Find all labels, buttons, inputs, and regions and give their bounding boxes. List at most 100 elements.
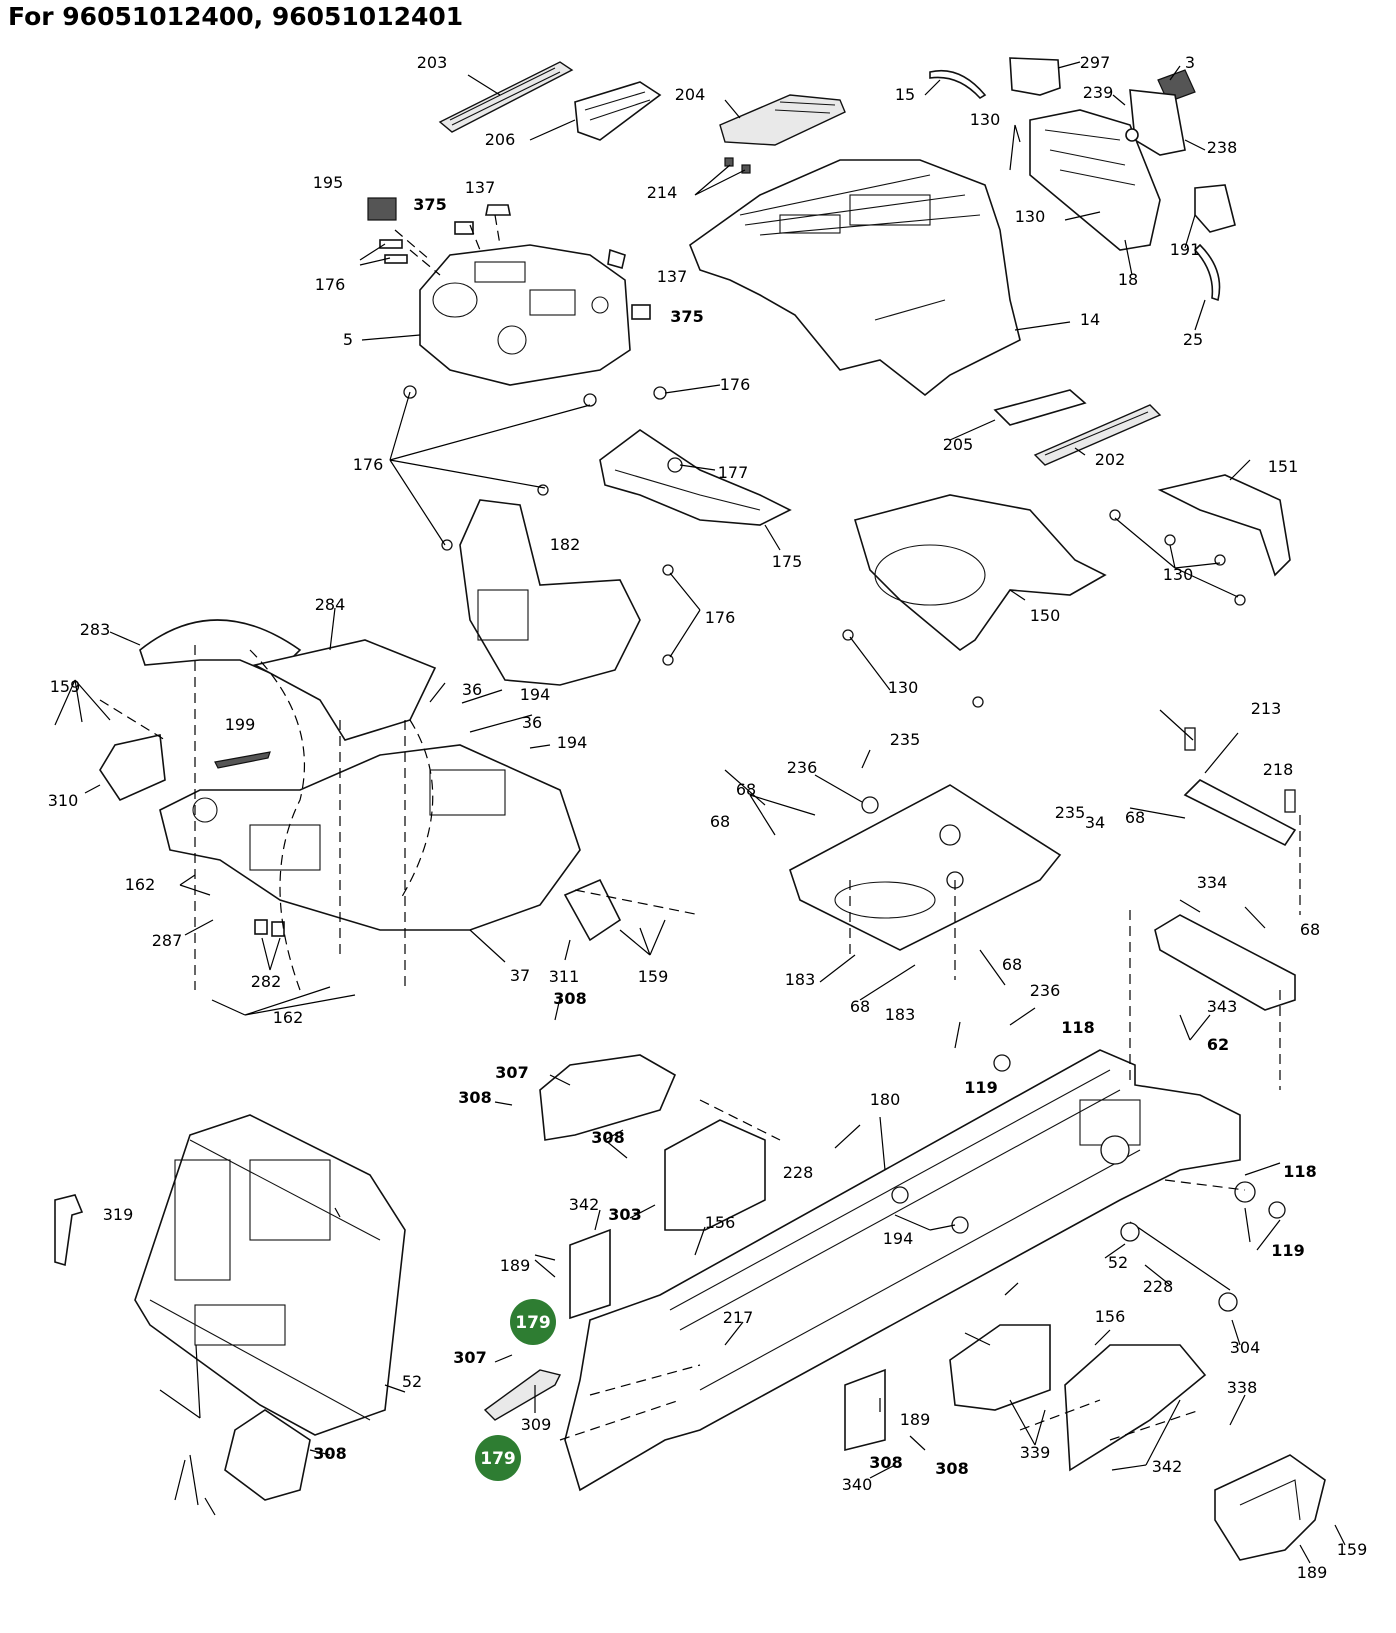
callout-194: 194 [883,1229,914,1248]
part-309-grille [134,1114,406,1436]
part-shapes [54,57,1326,1561]
part-311-bracket [563,878,622,942]
callout-150: 150 [1030,606,1061,625]
page-title: For 96051012400, 96051012401 [8,2,464,31]
callout-137: 137 [465,178,496,197]
callout-119: 119 [1271,1241,1304,1260]
callout-213: 213 [1251,699,1282,718]
part-375-clip-b [631,304,651,320]
callout-308: 308 [458,1088,491,1107]
callout-68: 68 [710,812,730,831]
callout-236: 236 [1030,981,1061,1000]
part-297-cap [1009,57,1061,96]
callout-194: 194 [520,685,551,704]
callout-203: 203 [417,53,448,72]
part-151-bracket [1157,474,1291,577]
callout-310: 310 [48,791,79,810]
callout-176: 176 [705,608,736,627]
part-342-plate-b [844,1368,886,1452]
callout-label[interactable]: 179 [515,1313,551,1333]
callout-label[interactable]: 179 [480,1449,516,1469]
callout-308: 308 [553,989,586,1008]
callout-235: 235 [890,730,921,749]
part-307-shield-b [1064,1344,1207,1472]
highlight-circle[interactable] [475,1435,521,1481]
callout-199: 199 [225,715,256,734]
part-25-trim [1193,243,1221,302]
part-340-panel [224,1409,311,1501]
callout-194: 194 [557,733,588,752]
callout-343: 343 [1207,997,1238,1016]
callout-338: 338 [1227,1378,1258,1397]
callout-182: 182 [550,535,581,554]
callout-308: 308 [869,1453,902,1472]
callout-5: 5 [343,330,353,349]
callout-159: 159 [1337,1540,1368,1559]
part-180-frame [564,1049,1241,1492]
callout-162: 162 [125,875,156,894]
part-217-rod [1129,1221,1231,1291]
callout-137: 137 [657,267,688,286]
callout-214: 214 [647,183,678,202]
part-282-clip-b [271,921,285,937]
leader-lines [54,61,1346,1564]
callout-228: 228 [783,1163,814,1182]
callout-159: 159 [50,677,81,696]
callout-3: 3 [1185,53,1195,72]
callout-179-highlight[interactable]: 179 [475,1435,521,1481]
callout-52: 52 [1108,1253,1128,1272]
callout-14: 14 [1080,310,1100,329]
part-152-cover [1214,1454,1326,1561]
callout-283: 283 [80,620,111,639]
callout-177: 177 [718,463,749,482]
callout-205: 205 [943,435,974,454]
callout-342: 342 [569,1195,600,1214]
callout-297: 297 [1080,53,1111,72]
callout-151: 151 [1268,457,1299,476]
callout-156: 156 [1095,1307,1126,1326]
callout-202: 202 [1095,450,1126,469]
callout-152: 152 [0,0,15,4]
callout-130: 130 [888,678,919,697]
callout-189: 189 [500,1256,531,1275]
callout-375: 375 [670,307,703,326]
callout-339: 339 [1020,1443,1051,1462]
part-342-plate [569,1228,611,1320]
callout-311: 311 [549,967,580,986]
callout-189: 189 [1297,1563,1328,1582]
part-182-front-panel [459,499,641,686]
part-303-bracket [664,1119,766,1231]
callout-176: 176 [315,275,346,294]
callout-15: 15 [895,85,915,104]
part-15-trim [929,69,987,100]
callout-52: 52 [402,1372,422,1391]
callout-62: 62 [1207,1035,1229,1054]
highlight-circle[interactable] [510,1299,556,1345]
part-218-bar [1183,779,1297,847]
callout-218: 218 [1263,760,1294,779]
callout-176: 176 [720,375,751,394]
callout-68: 68 [1002,955,1022,974]
callout-308: 308 [935,1459,968,1478]
part-334-bracket [1154,914,1296,1011]
part-195-knob [367,197,397,221]
part-137-clip-b [607,248,626,270]
callout-183: 183 [785,970,816,989]
part-304-bracket [949,1324,1051,1411]
callout-195: 195 [313,173,344,192]
assembly-lines [99,214,1301,1441]
callout-307: 307 [495,1063,528,1082]
callout-309: 309 [521,1415,552,1434]
callout-341: 341 [0,0,15,4]
callout-34: 34 [1085,813,1105,832]
callout-179-highlight[interactable]: 179 [510,1299,556,1345]
callout-25: 25 [1183,330,1203,349]
callout-118: 118 [1061,1018,1094,1037]
part-310-bracket [99,734,166,802]
callout-308: 308 [591,1128,624,1147]
callout-319: 319 [103,1205,134,1224]
callout-303: 303 [608,1205,641,1224]
callout-334: 334 [1197,873,1228,892]
callout-191: 191 [1170,240,1201,259]
